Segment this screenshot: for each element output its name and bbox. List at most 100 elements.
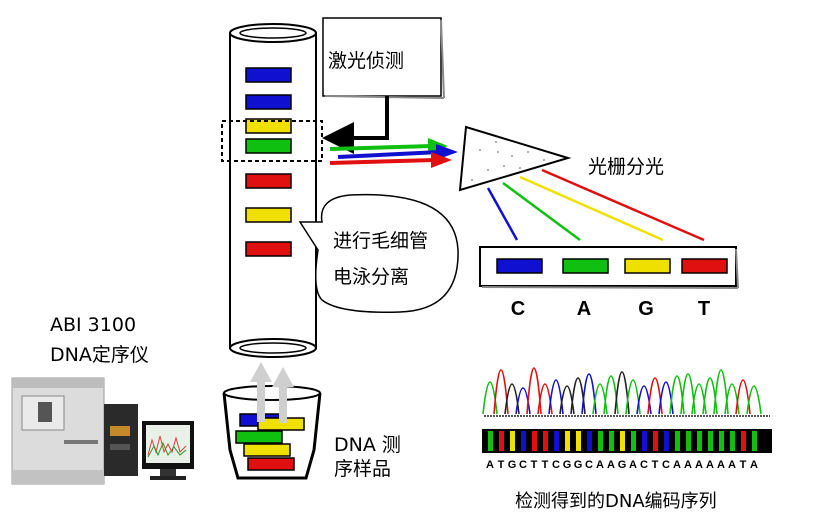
sequence-letter: G: [563, 459, 572, 471]
sequence-letter: A: [695, 459, 703, 471]
base-call-bar: [609, 431, 614, 451]
trace-peak: [724, 383, 740, 415]
sequence-letter: C: [552, 459, 560, 471]
detector-base-t: T: [697, 298, 711, 320]
result-caption: 检测得到的DNA编码序列: [515, 491, 717, 512]
sequencer-instrument-image: [11, 377, 194, 485]
sequence-letter: T: [531, 459, 538, 471]
capillary-band: [245, 241, 292, 257]
base-call-bar: [697, 431, 702, 451]
sample-bands: [235, 413, 305, 471]
sequence-letter: A: [607, 459, 615, 471]
capillary-bands: [245, 67, 292, 257]
base-call-bar: [752, 431, 757, 451]
laser-detection-box: [322, 17, 445, 99]
sequence-letter: G: [508, 459, 517, 471]
trace-peak: [537, 383, 553, 415]
injection-arrows: [250, 362, 294, 423]
sequence-letter: T: [652, 459, 659, 471]
sequence-letter: G: [618, 459, 627, 471]
base-call-bar: [730, 431, 735, 451]
base-call-strip: [482, 429, 772, 453]
laser-arrow: [322, 96, 389, 154]
sequence-letter: C: [585, 459, 593, 471]
sequence-letter: A: [728, 459, 736, 471]
capillary-band: [245, 173, 292, 189]
trace-peak: [735, 379, 751, 415]
sequence-letter: T: [498, 459, 505, 471]
trace-peak: [680, 373, 696, 415]
sample-band: [243, 443, 291, 457]
base-call-bar: [686, 431, 691, 451]
chromatogram-trace: [482, 367, 762, 415]
sequence-letter: C: [662, 459, 670, 471]
sequence-letter: A: [750, 459, 758, 471]
sequence-letter: A: [596, 459, 604, 471]
base-call-bar: [488, 431, 493, 451]
sequence-letter: A: [673, 459, 681, 471]
base-call-bar: [708, 431, 713, 451]
instrument-label-line1: ABI 3100: [50, 314, 137, 336]
sequence-letter: G: [574, 459, 583, 471]
capillary-band: [245, 118, 292, 134]
capillary-band: [245, 207, 292, 223]
grating-prism: [458, 125, 572, 192]
base-call-bar: [521, 431, 526, 451]
base-call-bar: [499, 431, 504, 451]
base-call-bar: [631, 431, 636, 451]
base-call-bar: [620, 431, 625, 451]
sequence-letter: T: [740, 459, 747, 471]
sample-band: [247, 457, 295, 471]
sample-label-line1: DNA 测: [334, 434, 401, 456]
instrument-label-line2: DNA定序仪: [50, 344, 149, 366]
trace-peak: [625, 379, 641, 415]
separation-bubble: [298, 193, 459, 313]
trace-peak: [746, 385, 762, 415]
sequence-letter: A: [717, 459, 725, 471]
base-call-bar: [719, 431, 724, 451]
base-call-bar: [587, 431, 592, 451]
emission-arrows: [329, 138, 458, 168]
base-call-bar: [741, 431, 746, 451]
base-call-bar: [642, 431, 647, 451]
trace-peak: [548, 379, 564, 415]
base-call-bar: [565, 431, 570, 451]
base-call-bar: [664, 431, 669, 451]
base-call-bar: [675, 431, 680, 451]
sequence-letter: A: [684, 459, 692, 471]
sequence-letter: T: [542, 459, 549, 471]
sample-vial: [222, 385, 322, 480]
trace-peak: [493, 369, 509, 415]
sample-label-line2: 序样品: [334, 458, 392, 480]
dispersed-light: [486, 168, 705, 242]
trace-peak: [570, 377, 586, 415]
trace-peak: [614, 371, 630, 415]
trace-peak: [713, 369, 729, 415]
capillary-tube: [229, 23, 317, 358]
sample-band: [235, 430, 283, 444]
trace-peak: [669, 375, 685, 415]
base-call-bar: [598, 431, 603, 451]
separation-label-line1: 进行毛细管: [333, 230, 429, 252]
sequence-letter: C: [519, 459, 527, 471]
base-call-bar: [543, 431, 548, 451]
detector-array: [479, 246, 739, 289]
grating-label: 光栅分光: [588, 156, 665, 178]
trace-peak: [603, 375, 619, 415]
detector-base-a: A: [576, 298, 592, 320]
detector-base-c: C: [510, 298, 526, 320]
base-call-bar: [510, 431, 515, 451]
trace-peak: [581, 373, 597, 415]
capillary-band: [245, 94, 292, 110]
base-call-bar: [532, 431, 537, 451]
trace-peak: [647, 377, 663, 415]
sequence-letter: A: [706, 459, 714, 471]
sequence-letter: A: [629, 459, 637, 471]
trace-peak: [504, 383, 520, 415]
capillary-band: [245, 67, 292, 83]
laser-detection-label: 激光侦测: [328, 50, 405, 72]
base-call-bar: [653, 431, 658, 451]
sequence-letter: A: [486, 459, 494, 471]
